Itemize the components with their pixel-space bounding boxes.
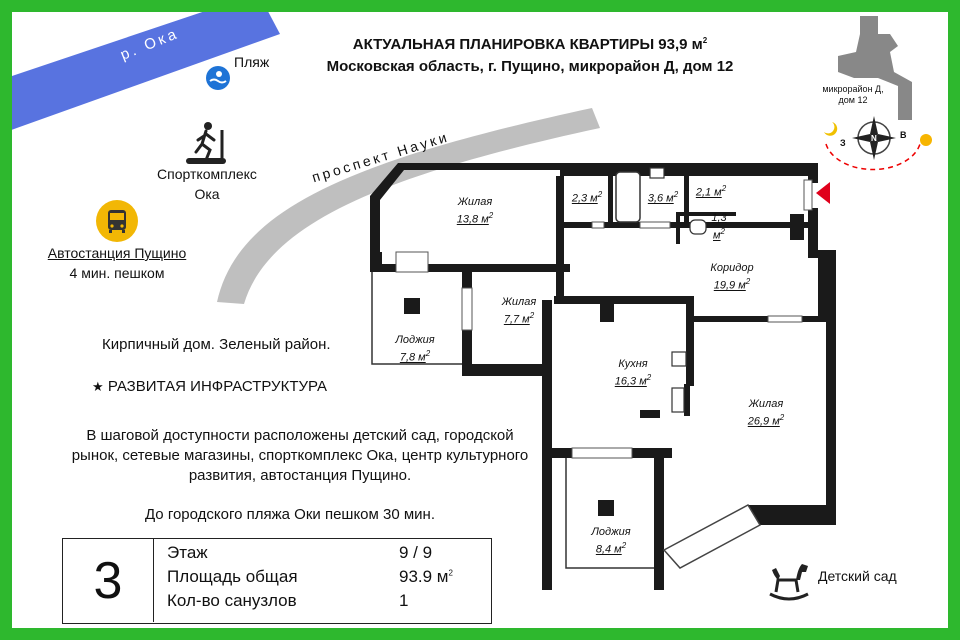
stats-box: 3 Этаж 9 / 9 Площадь общая 93.9 м2 Кол-в… — [62, 538, 492, 624]
west-label: З — [840, 138, 846, 148]
bathtub — [615, 171, 641, 223]
brick-text: Кирпичный дом. Зеленый район. — [102, 336, 331, 353]
sport-label: Спорткомплекс Ока — [140, 164, 274, 204]
rocking-horse-icon — [769, 564, 809, 601]
sun-icon — [920, 134, 932, 146]
north-label: N — [871, 134, 877, 143]
moon-icon — [824, 122, 838, 136]
kindergarten-label: Детский сад — [818, 568, 897, 584]
bath-label: Кол-во санузлов — [167, 591, 297, 610]
floor-number-big: 3 — [63, 539, 154, 622]
building-locator — [824, 16, 932, 171]
floor-value: 9 / 9 — [399, 543, 433, 562]
sink — [649, 167, 665, 179]
treadmill-icon — [186, 122, 226, 164]
river-oka — [12, 12, 280, 130]
infra-line: ★ РАЗВИТАЯ ИНФРАСТРУКТУРА — [92, 378, 328, 395]
kitchen-sink — [671, 387, 685, 413]
entry-arrow — [816, 182, 830, 204]
room-storage2: 2,1 м2 — [695, 184, 727, 199]
description-paragraph: В шаговой доступности расположены детски… — [71, 427, 529, 484]
star-icon: ★ — [92, 379, 104, 394]
loggia2-outline — [565, 458, 654, 569]
area-label: Площадь общая — [167, 567, 298, 586]
stove — [671, 351, 687, 367]
bus-icon — [96, 200, 138, 242]
bus-line2: 4 мин. пешком — [69, 265, 165, 281]
bus-line1: Автостанция Пущино — [47, 245, 187, 261]
beach-icon — [206, 66, 230, 90]
area-value: 93.9 м2 — [399, 567, 453, 586]
east-label: В — [900, 130, 907, 140]
plan-address: Московская область, г. Пущино, микрорайо… — [326, 58, 734, 75]
bay-window — [662, 504, 762, 569]
map-background — [12, 12, 600, 304]
beach-label: Пляж — [234, 54, 270, 70]
toilet — [689, 219, 707, 235]
loggia1-outline — [371, 272, 462, 365]
bus-label: Автостанция Пущино 4 мин. пешком — [32, 243, 202, 283]
room-bath: 3,6 м2 — [647, 190, 679, 205]
room-storage1: 2,3 м2 — [571, 190, 603, 205]
sport-line1: Спорткомплекс — [157, 166, 257, 182]
building-shape — [838, 16, 912, 120]
beach-walk-text: До городского пляжа Оки пешком 30 мин. — [144, 506, 436, 523]
avenue-nauki — [217, 108, 600, 304]
locator-label: микрорайон Д,дом 12 — [822, 84, 884, 105]
plan-title: АКТУАЛЬНАЯ ПЛАНИРОВКА КВАРТИРЫ 93,9 м2 — [352, 36, 708, 53]
floor-label: Этаж — [167, 543, 208, 562]
bath-value: 1 — [399, 591, 409, 610]
wall-top — [370, 163, 808, 252]
sport-line2: Ока — [194, 186, 220, 202]
